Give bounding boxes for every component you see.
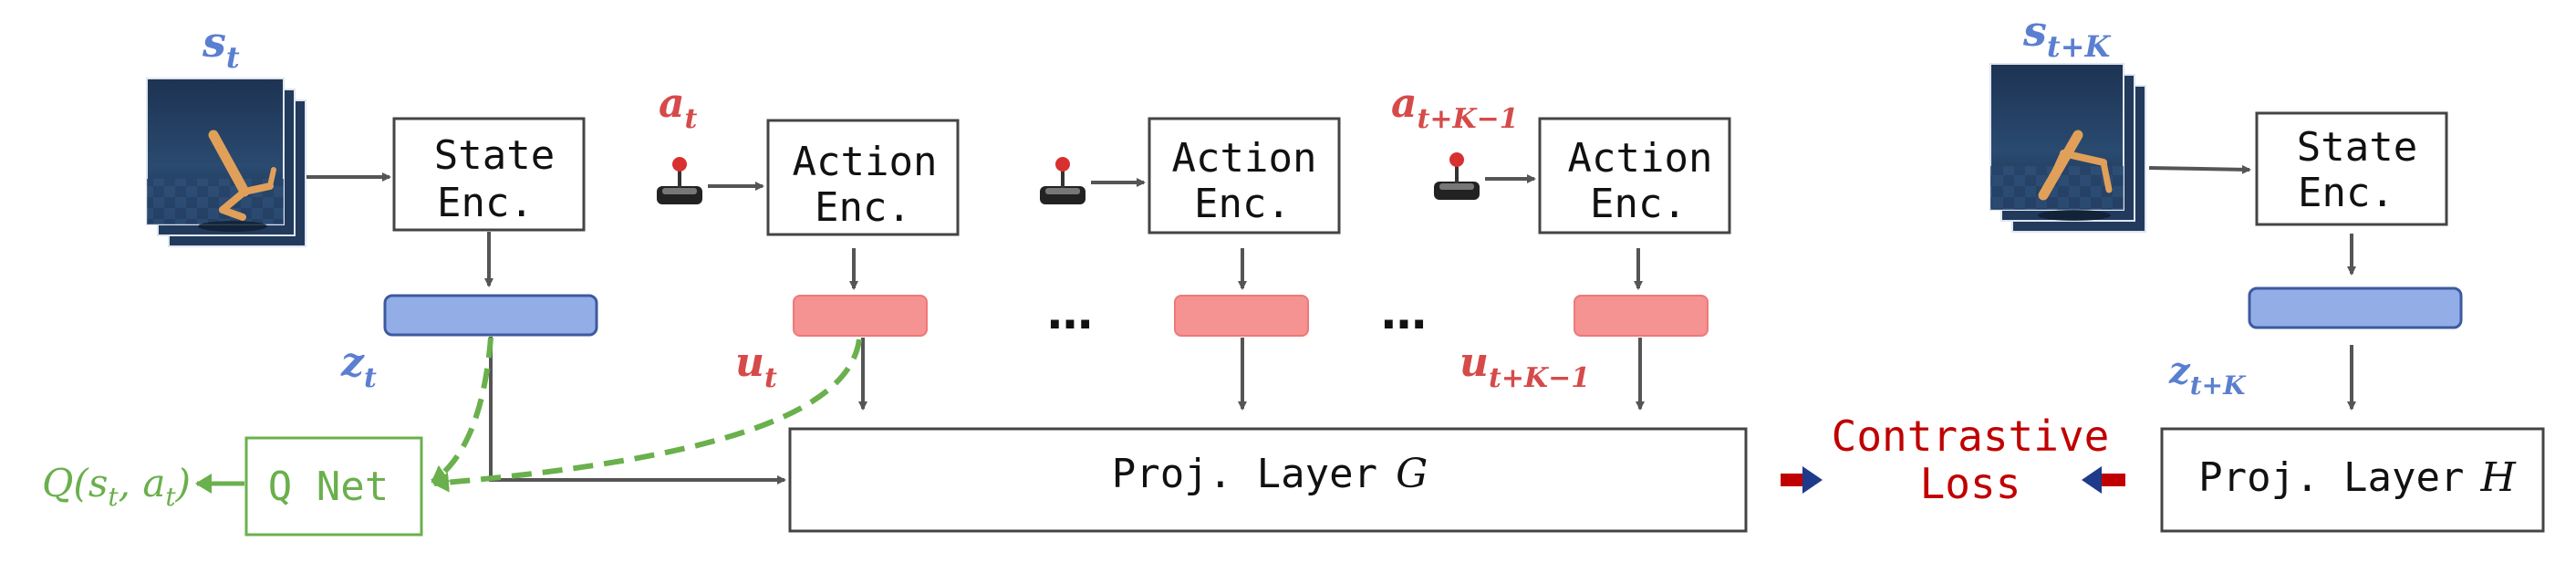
- svg-text:State: State: [2297, 124, 2417, 171]
- s-t-k-label: st+K: [2022, 6, 2112, 64]
- z-t-k-label: zt+K: [2168, 349, 2247, 401]
- contrastive-loss-line1: Contrastive: [1832, 412, 2110, 461]
- walker-figure-future: [2038, 130, 2113, 201]
- joystick-icon: [1434, 152, 1480, 200]
- u-to-qnet-dashed-arrow: [432, 339, 862, 493]
- ellipsis-2: …: [1381, 286, 1427, 339]
- a-t-label: at: [659, 80, 698, 135]
- action-encoder-box-1: Action Enc.: [766, 119, 960, 236]
- u-t-latent: [793, 295, 928, 337]
- z-to-qnet-dashed-arrow: [431, 337, 493, 484]
- proj-h-to-loss-arrow-head: [2082, 466, 2102, 494]
- u-t-k-minus-1-label: ut+K−1: [1459, 339, 1590, 394]
- q-net-box: Q Net: [244, 436, 423, 537]
- ellipsis-1: …: [1047, 286, 1093, 339]
- u-t-label: ut: [735, 339, 777, 394]
- walker-figure: [208, 130, 276, 221]
- svg-text:Enc.: Enc.: [2298, 170, 2394, 216]
- svg-text:Q Net: Q Net: [268, 464, 389, 510]
- svg-text:Action: Action: [793, 139, 938, 185]
- svg-text:Enc.: Enc.: [815, 184, 911, 231]
- svg-text:Action: Action: [1568, 135, 1713, 182]
- q-value-output: Q(st, at): [42, 461, 191, 512]
- state-encoder-box: State Enc.: [392, 117, 586, 232]
- future-state-encoder-box: State Enc.: [2255, 111, 2448, 226]
- future-state-frames-image: [1989, 63, 2146, 233]
- s-t-label: st: [202, 17, 240, 75]
- svg-text:Enc.: Enc.: [1590, 181, 1687, 227]
- svg-text:Enc.: Enc.: [437, 180, 534, 226]
- action-encoder-box-2: Action Enc.: [1148, 117, 1341, 234]
- joystick-icon: [657, 157, 702, 204]
- u-latent-mid: [1174, 295, 1309, 337]
- u-t-k-minus-1-latent: [1574, 295, 1709, 337]
- z-t-latent: [383, 294, 598, 337]
- future-frames-to-state-enc-arrow: [2148, 164, 2251, 174]
- svg-text:Enc.: Enc.: [1194, 181, 1291, 227]
- z-t-label: zt: [340, 339, 377, 394]
- state-frames-image: [146, 78, 306, 247]
- joystick-icon: [1040, 157, 1085, 204]
- svg-text:Action: Action: [1172, 135, 1317, 182]
- a-t-k-minus-1-label: at+K−1: [1391, 80, 1519, 135]
- svg-text:State: State: [434, 132, 555, 179]
- proj-g-to-loss-arrow-head: [1802, 466, 1823, 494]
- action-encoder-box-3: Action Enc.: [1538, 117, 1731, 234]
- contrastive-loss-line2: Loss: [1920, 459, 2021, 508]
- z-t-k-latent: [2248, 286, 2463, 329]
